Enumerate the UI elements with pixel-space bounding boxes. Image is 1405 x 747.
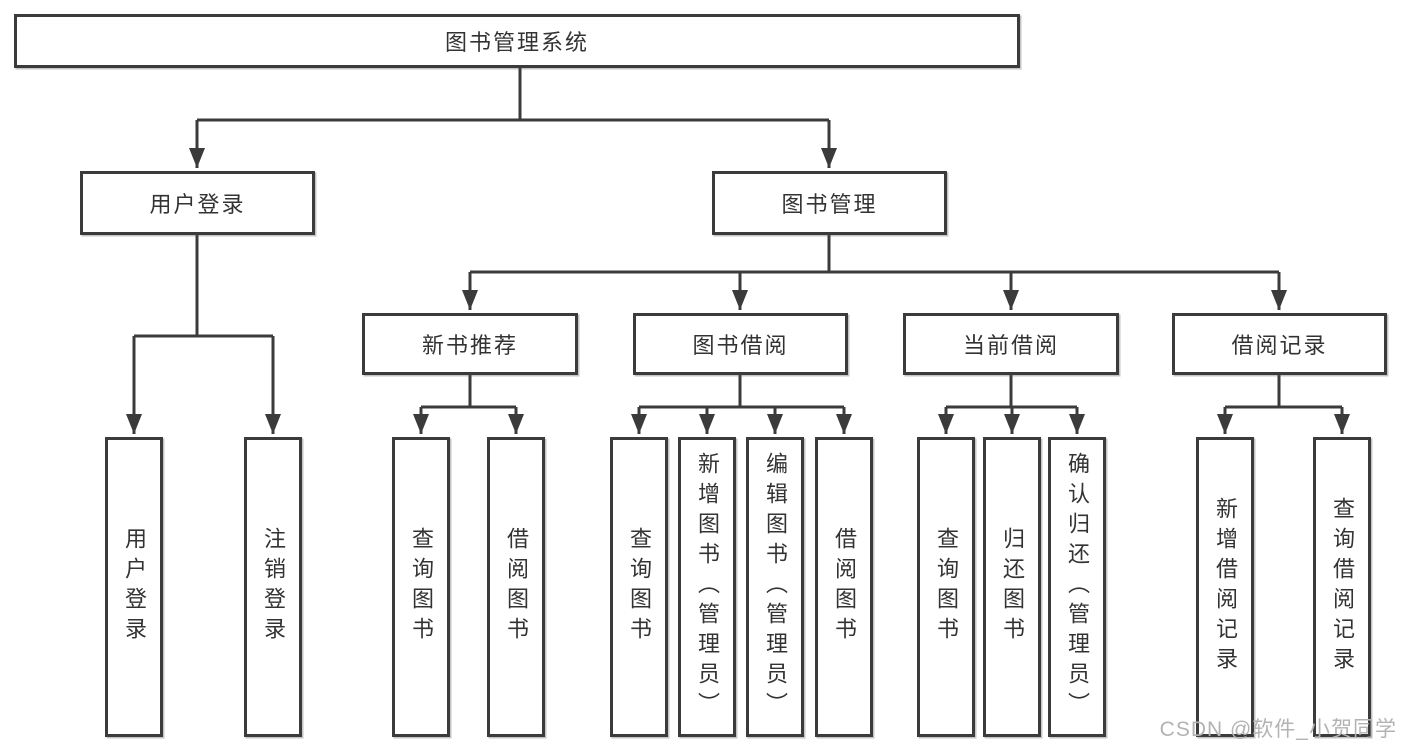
connector-user-login-children	[126, 235, 281, 434]
leaf-bb-query-books: 查询图书	[610, 437, 668, 737]
connector-root-to-level2	[189, 68, 837, 168]
leaf-bb-edit-books-admin: 编辑图书（管理员）	[746, 437, 804, 737]
node-new-book-rec: 新书推荐	[362, 313, 578, 375]
leaf-cb-return-books: 归还图书	[983, 437, 1041, 737]
connector-borrow-records-children	[1217, 375, 1350, 434]
csdn-watermark: CSDN @软件_小贺同学	[1159, 718, 1397, 741]
leaf-bb-borrow-books: 借阅图书	[815, 437, 873, 737]
node-root-system: 图书管理系统	[14, 14, 1020, 68]
connector-new-book-rec-children	[413, 375, 524, 434]
leaf-nbr-query-books: 查询图书	[392, 437, 450, 737]
node-book-mgmt-module: 图书管理	[712, 171, 947, 235]
leaf-cb-query-books: 查询图书	[917, 437, 975, 737]
node-borrow-records: 借阅记录	[1172, 313, 1387, 375]
connector-book-borrow-children	[631, 375, 852, 434]
leaf-br-query-record: 查询借阅记录	[1313, 437, 1371, 737]
leaf-logout: 注销登录	[244, 437, 302, 737]
leaf-cb-confirm-return-admin: 确认归还（管理员）	[1048, 437, 1106, 737]
connector-book-mgmt-sections	[462, 235, 1287, 310]
node-current-borrow: 当前借阅	[903, 313, 1119, 375]
node-book-borrow: 图书借阅	[633, 313, 848, 375]
leaf-bb-add-books-admin: 新增图书（管理员）	[678, 437, 736, 737]
leaf-user-login: 用户登录	[105, 437, 163, 737]
leaf-nbr-borrow-books: 借阅图书	[487, 437, 545, 737]
leaf-br-add-record: 新增借阅记录	[1196, 437, 1254, 737]
connector-current-borrow-children	[938, 375, 1085, 434]
node-user-login-module: 用户登录	[80, 171, 315, 235]
